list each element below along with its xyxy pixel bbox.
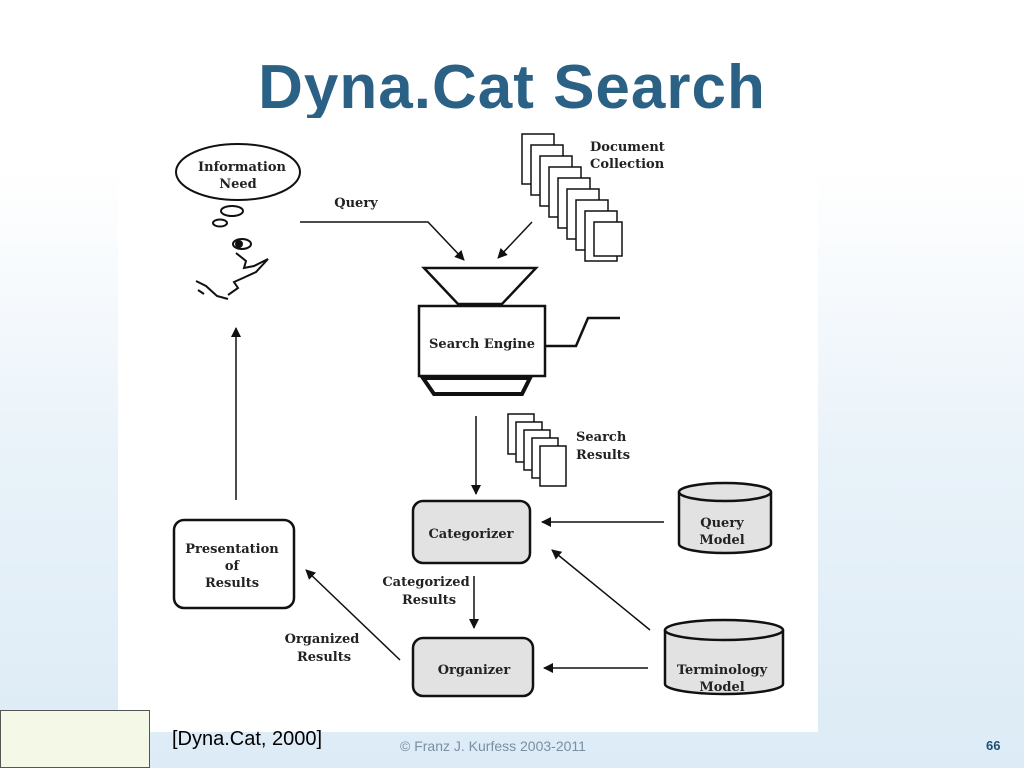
query-model-label-2: Model: [699, 533, 744, 548]
document-collection-label-2: Collection: [590, 157, 665, 172]
search-results-label-1: Search: [576, 430, 627, 445]
information-need-bubble: Information Need: [175, 143, 301, 228]
presentation-label-2: of: [225, 559, 241, 574]
presentation-box: [172, 518, 296, 610]
presentation-label-3: Results: [205, 576, 259, 591]
organizer-to-presentation-arrow: [305, 569, 401, 661]
collection-arrow: [497, 221, 533, 259]
search-results-label-2: Results: [576, 448, 630, 463]
information-need-label-2: Need: [219, 177, 257, 192]
document-collection-icon: [521, 133, 623, 262]
copyright-footer: © Franz J. Kurfess 2003-2011: [400, 738, 586, 754]
query-arrow: [300, 221, 465, 261]
organized-results-label-1: Organized: [285, 632, 360, 647]
page-number: 66: [986, 738, 1001, 753]
corner-decoration-box: [0, 710, 150, 768]
categorized-results-label-1: Categorized: [382, 575, 469, 590]
query-model-label-1: Query: [700, 516, 744, 531]
organizer-label: Organizer: [438, 663, 511, 678]
document-collection-label-1: Document: [590, 140, 665, 155]
presentation-label-1: Presentation: [185, 542, 279, 557]
person-face-icon: [195, 238, 269, 300]
citation: [Dyna.Cat, 2000]: [172, 728, 323, 750]
categorizer-label: Categorizer: [428, 527, 513, 542]
terminology-model-database-icon: [663, 618, 785, 696]
terminology-model-label-1: Terminology: [677, 663, 768, 678]
query-label: Query: [334, 196, 378, 211]
terminology-model-label-2: Model: [699, 680, 744, 695]
search-results-icon: [507, 413, 567, 487]
search-engine-label: Search Engine: [429, 337, 535, 352]
slide-title: Dyna.Cat Search: [258, 53, 766, 122]
categorizer-box: [411, 499, 532, 565]
dynacat-diagram: Information Need Query Doc: [118, 118, 818, 732]
terminology-to-categorizer-arrow: [551, 549, 651, 631]
information-need-label-1: Information: [198, 160, 286, 175]
organizer-box: [411, 636, 535, 698]
organized-results-label-2: Results: [297, 650, 351, 665]
query-model-database-icon: [677, 481, 773, 555]
search-engine-machine: [417, 266, 620, 396]
categorized-results-label-2: Results: [402, 593, 456, 608]
